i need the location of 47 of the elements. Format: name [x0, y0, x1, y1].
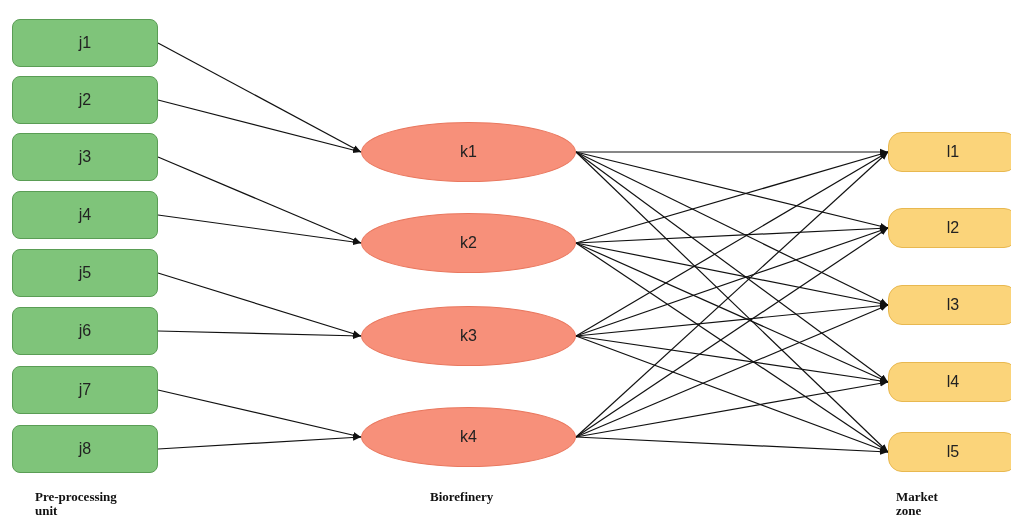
node-label: k2 — [460, 234, 477, 252]
column-caption: Pre-processing unit — [35, 490, 118, 518]
arrow — [575, 436, 889, 455]
arrow — [157, 434, 362, 450]
arrow — [575, 148, 889, 156]
process-box — [888, 362, 1011, 402]
node-label: j3 — [78, 148, 92, 166]
arrow — [157, 156, 362, 244]
arrow — [157, 42, 362, 153]
node-label: j4 — [78, 206, 92, 224]
arrow — [157, 389, 362, 439]
arrow — [575, 380, 889, 438]
node-label: l4 — [946, 373, 960, 391]
process-box — [888, 132, 1011, 172]
node-label: l1 — [946, 143, 960, 161]
process-box — [12, 366, 158, 414]
node-label: l2 — [946, 219, 960, 237]
node-label: k1 — [460, 143, 477, 161]
process-box — [888, 432, 1011, 472]
arrow — [157, 99, 362, 154]
node-label: j5 — [78, 264, 92, 282]
arrow — [157, 330, 362, 339]
node-label: l3 — [946, 296, 960, 314]
process-box — [12, 191, 158, 239]
arrow — [575, 242, 889, 307]
column-caption: Biorefinery — [430, 490, 495, 504]
arrow — [575, 335, 889, 453]
node-label: j2 — [78, 91, 92, 109]
node-label: k4 — [460, 428, 477, 446]
process-box — [888, 285, 1011, 325]
process-box — [12, 425, 158, 473]
arrow — [575, 151, 889, 230]
node-label: j8 — [78, 440, 92, 458]
node-label: j1 — [78, 34, 92, 52]
process-box — [12, 76, 158, 124]
node-label: k3 — [460, 327, 477, 345]
process-box — [12, 19, 158, 67]
process-box — [12, 249, 158, 297]
process-box — [12, 307, 158, 355]
process-box — [12, 133, 158, 181]
process-box — [888, 208, 1011, 248]
node-label: j7 — [78, 381, 92, 399]
arrow — [157, 272, 362, 337]
column-caption: Market zone — [896, 490, 939, 518]
arrow — [157, 214, 362, 246]
node-label: l5 — [946, 443, 960, 461]
node-label: j6 — [78, 322, 92, 340]
